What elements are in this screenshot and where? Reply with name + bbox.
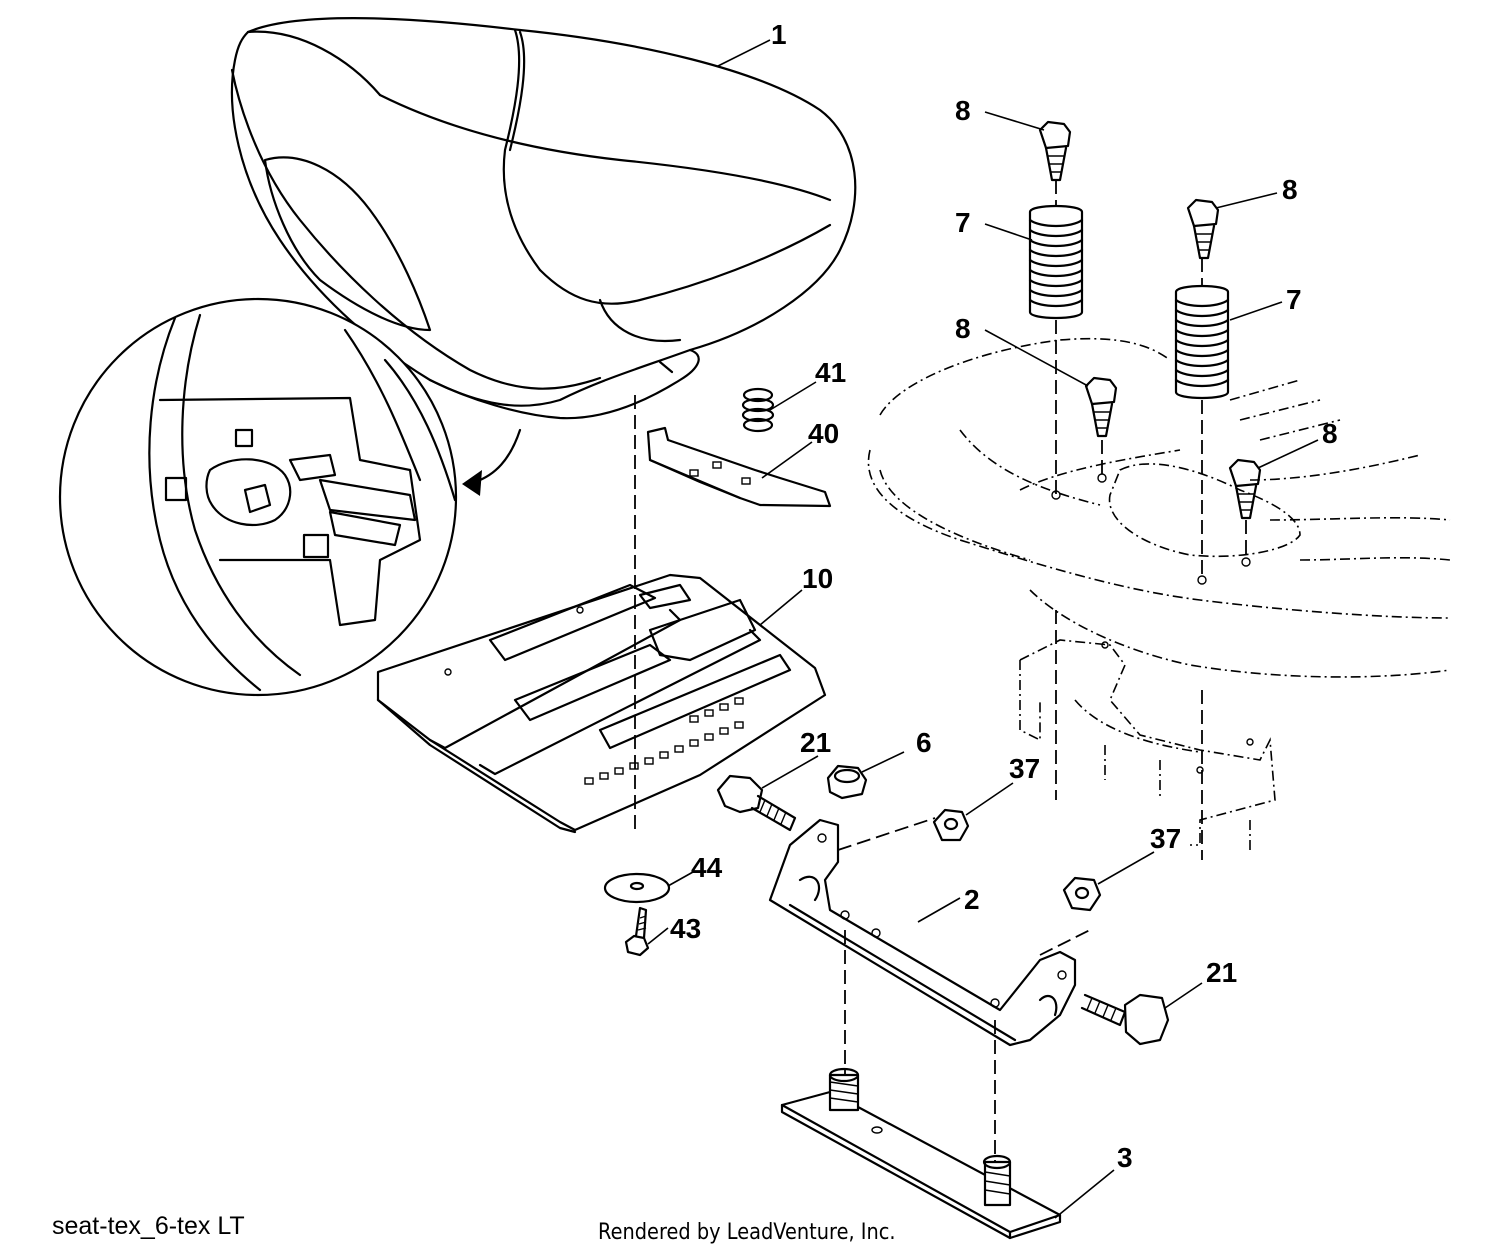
bolt-mid-left-part[interactable] xyxy=(1084,376,1118,438)
callout-label: 2 xyxy=(964,884,980,915)
alignment-lines-springs xyxy=(1055,180,1247,860)
callout-label: 7 xyxy=(955,207,971,238)
bolt-top-right-part[interactable] xyxy=(1186,198,1220,260)
callout-label: 6 xyxy=(916,727,932,758)
callout-label: 8 xyxy=(955,95,971,126)
shoulder-bolt-left-part[interactable] xyxy=(716,774,797,832)
lock-nut-upper-part[interactable] xyxy=(932,808,970,842)
callout-label: 21 xyxy=(800,727,831,758)
shoulder-bolt-right-part[interactable] xyxy=(1080,993,1170,1046)
callout-label: 8 xyxy=(955,313,971,344)
callout-label: 43 xyxy=(670,913,701,944)
lock-nut-lower-part[interactable] xyxy=(1062,876,1102,912)
callout-label: 37 xyxy=(1150,823,1181,854)
callout-labels: 1 8 8 7 7 8 8 41 40 10 21 6 37 37 44 43 … xyxy=(670,19,1338,1173)
small-spring-part[interactable] xyxy=(741,387,775,433)
callout-label: 40 xyxy=(808,418,839,449)
bolt-top-left-part[interactable] xyxy=(1038,120,1072,182)
seat-part[interactable] xyxy=(230,17,857,420)
callout-label: 10 xyxy=(802,563,833,594)
seat-pan-part[interactable] xyxy=(376,573,827,834)
alignment-lines-bracket xyxy=(837,817,1091,1165)
bracket-part[interactable] xyxy=(768,818,1077,1047)
callout-label: 44 xyxy=(691,852,723,883)
callout-label: 21 xyxy=(1206,957,1237,988)
detail-callout-circle xyxy=(58,297,458,697)
base-plate-part[interactable] xyxy=(780,1067,1062,1240)
bolt-mid-right-part[interactable] xyxy=(1228,458,1262,520)
callout-label: 7 xyxy=(1286,284,1302,315)
detail-pointer-arrow xyxy=(462,428,522,496)
spring-right-part[interactable] xyxy=(1174,284,1230,400)
callout-label: 41 xyxy=(815,357,846,388)
clip-part[interactable] xyxy=(646,426,832,508)
callout-label: 1 xyxy=(771,19,787,50)
leader-lines xyxy=(647,39,1319,1219)
washer-part[interactable] xyxy=(603,872,671,904)
callout-label: 37 xyxy=(1009,753,1040,784)
callout-label: 8 xyxy=(1322,418,1338,449)
render-credit: Rendered by LeadVenture, Inc. xyxy=(598,1220,896,1245)
spring-left-part[interactable] xyxy=(1028,204,1084,320)
tractor-frame-phantom xyxy=(867,337,1451,850)
nut-part[interactable] xyxy=(826,764,868,800)
callout-label: 8 xyxy=(1282,174,1298,205)
callout-label: 3 xyxy=(1117,1142,1133,1173)
screw-part[interactable] xyxy=(624,906,650,957)
diagram-code: seat-tex_6-tex LT xyxy=(52,1212,245,1240)
